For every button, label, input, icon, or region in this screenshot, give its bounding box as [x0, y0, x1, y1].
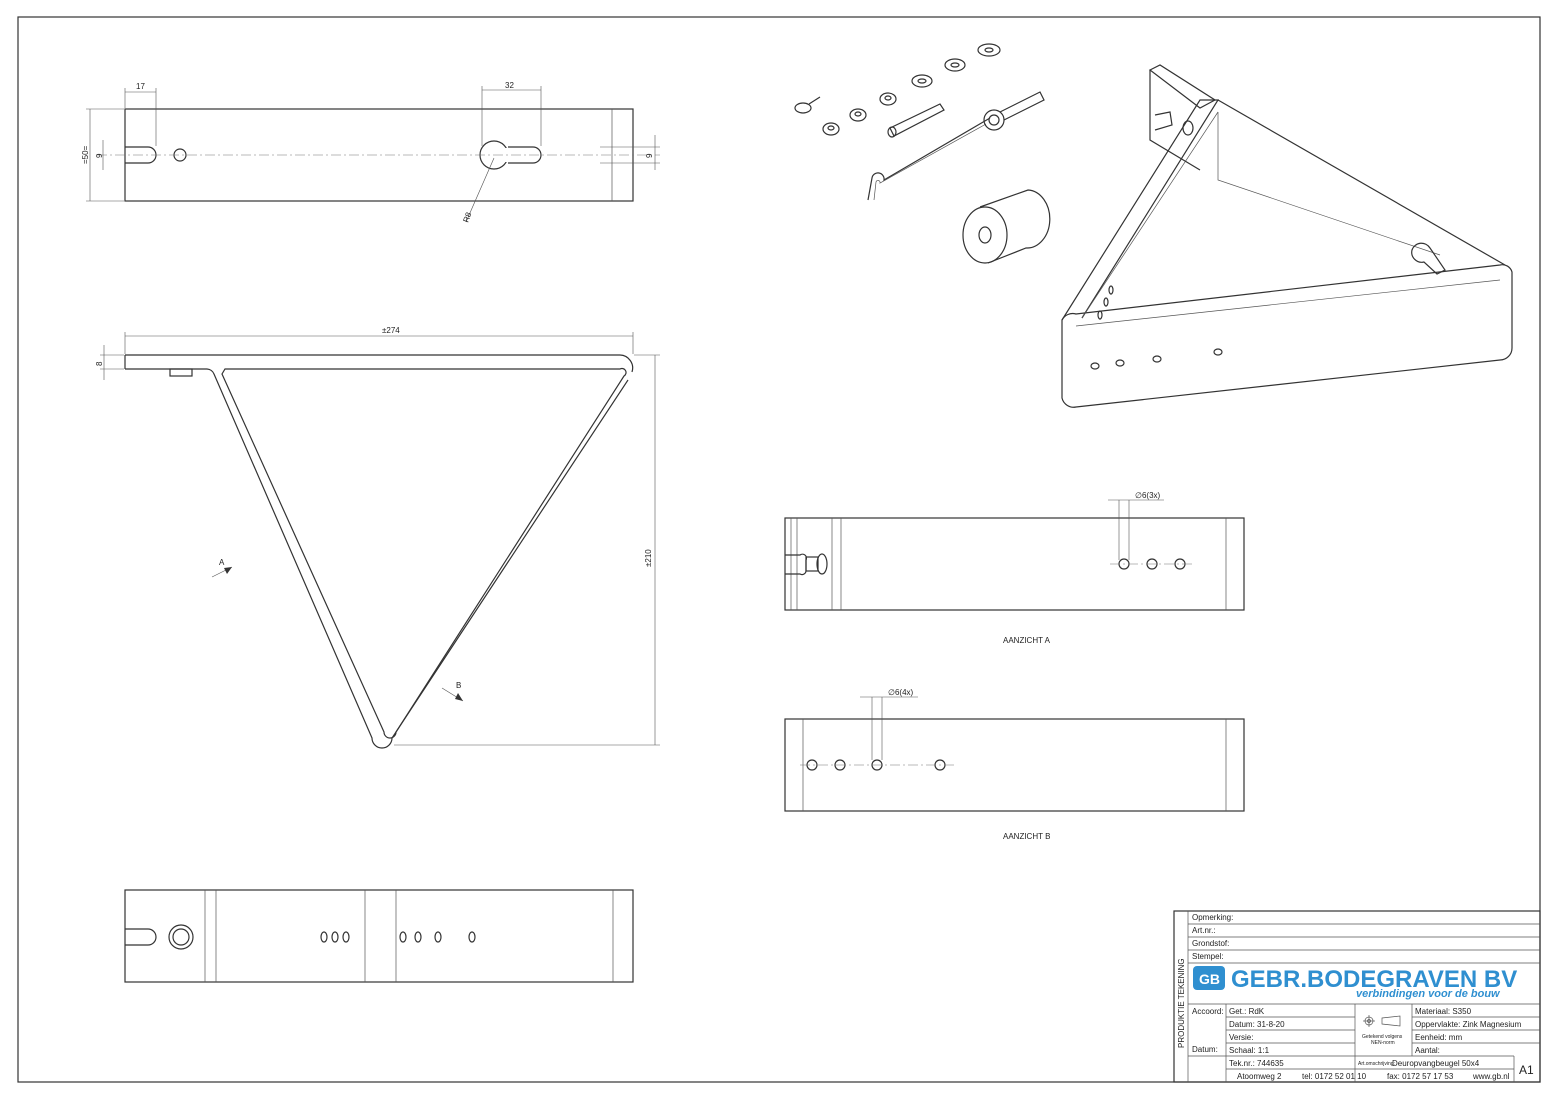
- logo-letters: GB: [1199, 971, 1220, 987]
- dim-210: ±210: [644, 549, 653, 567]
- side-label: PRODUKTIE TEKENING: [1177, 958, 1186, 1048]
- dim-hole-3x: ∅6(3x): [1135, 491, 1161, 500]
- scale: Schaal: 1:1: [1229, 1046, 1270, 1055]
- dim-8: 8: [95, 361, 104, 366]
- dim-274: ±274: [382, 326, 400, 335]
- label-aanzicht-b: AANZICHT B: [1003, 832, 1050, 841]
- company-slogan: verbindingen voor de bouw: [1356, 988, 1501, 1000]
- phone: tel: 0172 52 01 10: [1302, 1072, 1367, 1081]
- company-logo: [1193, 966, 1225, 990]
- sheet-frame: [17, 16, 1541, 1083]
- isometric-view: [794, 43, 1513, 408]
- title-block: PRODUKTIE TEKENING Opmerking: Art.nr.: G…: [1173, 910, 1541, 1083]
- dim-50: =50=: [81, 145, 90, 164]
- address: Atoomweg 2: [1237, 1072, 1282, 1081]
- company-name: GEBR.BODEGRAVEN BV: [1231, 966, 1517, 993]
- dim-9-right: 9: [645, 153, 654, 158]
- dim-9-left: 9: [95, 153, 104, 158]
- version: Versie:: [1229, 1033, 1253, 1042]
- surface: Oppervlakte: Zink Magnesium: [1415, 1020, 1522, 1029]
- dim-32: 32: [505, 81, 514, 90]
- fax: fax: 0172 57 17 53: [1387, 1072, 1454, 1081]
- projection-symbol-icon: [1363, 1015, 1401, 1027]
- nen-line-1: Getekend volgens: [1362, 1034, 1403, 1040]
- view-b: ∅6(4x) AANZICHT B: [784, 688, 1245, 841]
- art-omschrijving-label: Art.omschrijving:: [1358, 1061, 1395, 1067]
- sheet-size: A1: [1519, 1063, 1534, 1077]
- drawing-number: Tek.nr.: 744635: [1229, 1059, 1284, 1068]
- top-view: 17 32 =50= 9 9 R8: [81, 81, 660, 224]
- stempel-label: Stempel:: [1192, 952, 1224, 961]
- unit: Eenheid: mm: [1415, 1033, 1462, 1042]
- flat-view: [124, 889, 634, 983]
- nen-line-2: NEN-norm: [1371, 1040, 1395, 1046]
- side-view: ±274 8 ±210 A B: [95, 326, 660, 749]
- grondstof-label: Grondstof:: [1192, 939, 1229, 948]
- label-aanzicht-a: AANZICHT A: [1003, 636, 1051, 645]
- material: Materiaal: S350: [1415, 1007, 1472, 1016]
- dim-r8: R8: [461, 210, 473, 223]
- dim-17: 17: [136, 82, 145, 91]
- artnr-label: Art.nr.:: [1192, 926, 1216, 935]
- drawing-date: Datum: 31-8-20: [1229, 1020, 1285, 1029]
- opmerking-label: Opmerking:: [1192, 913, 1233, 922]
- description: Deuropvangbeugel 50x4: [1392, 1059, 1480, 1068]
- marker-a: A: [219, 558, 225, 567]
- datum-sign-label: Datum:: [1192, 1045, 1218, 1054]
- website: www.gb.nl: [1472, 1072, 1510, 1081]
- marker-b: B: [456, 681, 461, 690]
- accoord-label: Accoord:: [1192, 1007, 1224, 1016]
- quantity: Aantal:: [1415, 1046, 1440, 1055]
- drawn-by: Get.: RdK: [1229, 1007, 1265, 1016]
- dim-hole-4x: ∅6(4x): [888, 688, 914, 697]
- view-a: ∅6(3x) AANZICHT A: [784, 491, 1245, 645]
